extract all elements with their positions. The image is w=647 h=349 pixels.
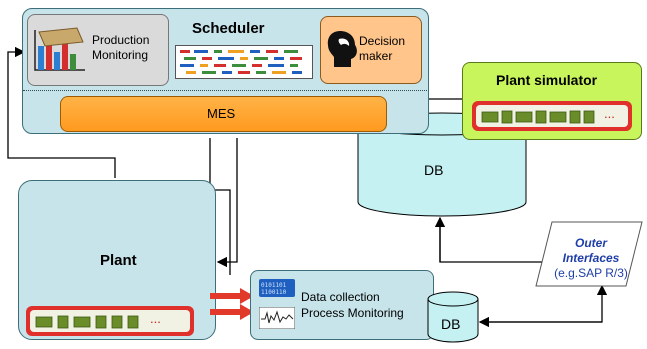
plant-to-monitoring-connector <box>7 46 116 178</box>
db-main-label: DB <box>424 162 444 178</box>
data-collection-label-line1: Data collection <box>301 290 380 304</box>
plant-to-data-arrows <box>210 288 254 320</box>
db-small-label: DB <box>441 316 461 332</box>
decision-maker-box: Decision maker <box>320 16 422 84</box>
simulator-machine-more: ... <box>604 106 615 121</box>
svg-text:1100110: 1100110 <box>261 289 287 296</box>
mes-box <box>60 96 387 132</box>
production-monitoring-label-line2: Monitoring <box>92 48 149 62</box>
head-profile-icon <box>327 31 357 67</box>
production-monitoring-box: Production Monitoring <box>27 14 169 86</box>
binary-data-icon: 0101101 1100110 <box>259 279 295 297</box>
outer-interfaces-line2: Interfaces <box>562 251 620 265</box>
scheduler-divider <box>23 90 427 91</box>
simulator-machine-strip: ... <box>472 101 632 131</box>
bar-chart-icon <box>34 27 85 71</box>
plant-title: Plant <box>100 252 137 269</box>
outer-interfaces-shape <box>535 221 643 287</box>
decision-maker-label-line1: Decision <box>359 34 406 48</box>
database-small <box>427 291 479 343</box>
plant-simulator-title: Plant simulator <box>496 72 598 88</box>
data-collection-box: 0101101 1100110 Data collection Process … <box>250 270 434 340</box>
outer-interfaces-line1: Outer <box>574 236 607 250</box>
plant-machine-strip: ... <box>26 306 194 336</box>
mes-label: MES <box>207 106 236 121</box>
smalldb-to-outer-connector <box>480 284 608 323</box>
plant-machine-more: ... <box>150 311 161 326</box>
scheduler-title: Scheduler <box>192 20 265 37</box>
decision-maker-label-line2: maker <box>359 49 393 63</box>
schedule-gantt-icon <box>175 45 313 79</box>
mes-to-data-collection-connector <box>209 138 231 275</box>
data-collection-label-line2: Process Monitoring <box>301 306 404 320</box>
waveform-monitor-icon <box>259 307 295 329</box>
mes-to-plant-connector <box>216 138 238 268</box>
outer-interfaces-line3: (e.g.SAP R/3) <box>554 266 628 280</box>
production-monitoring-label-line1: Production <box>92 33 150 47</box>
svg-text:0101101: 0101101 <box>261 282 287 289</box>
